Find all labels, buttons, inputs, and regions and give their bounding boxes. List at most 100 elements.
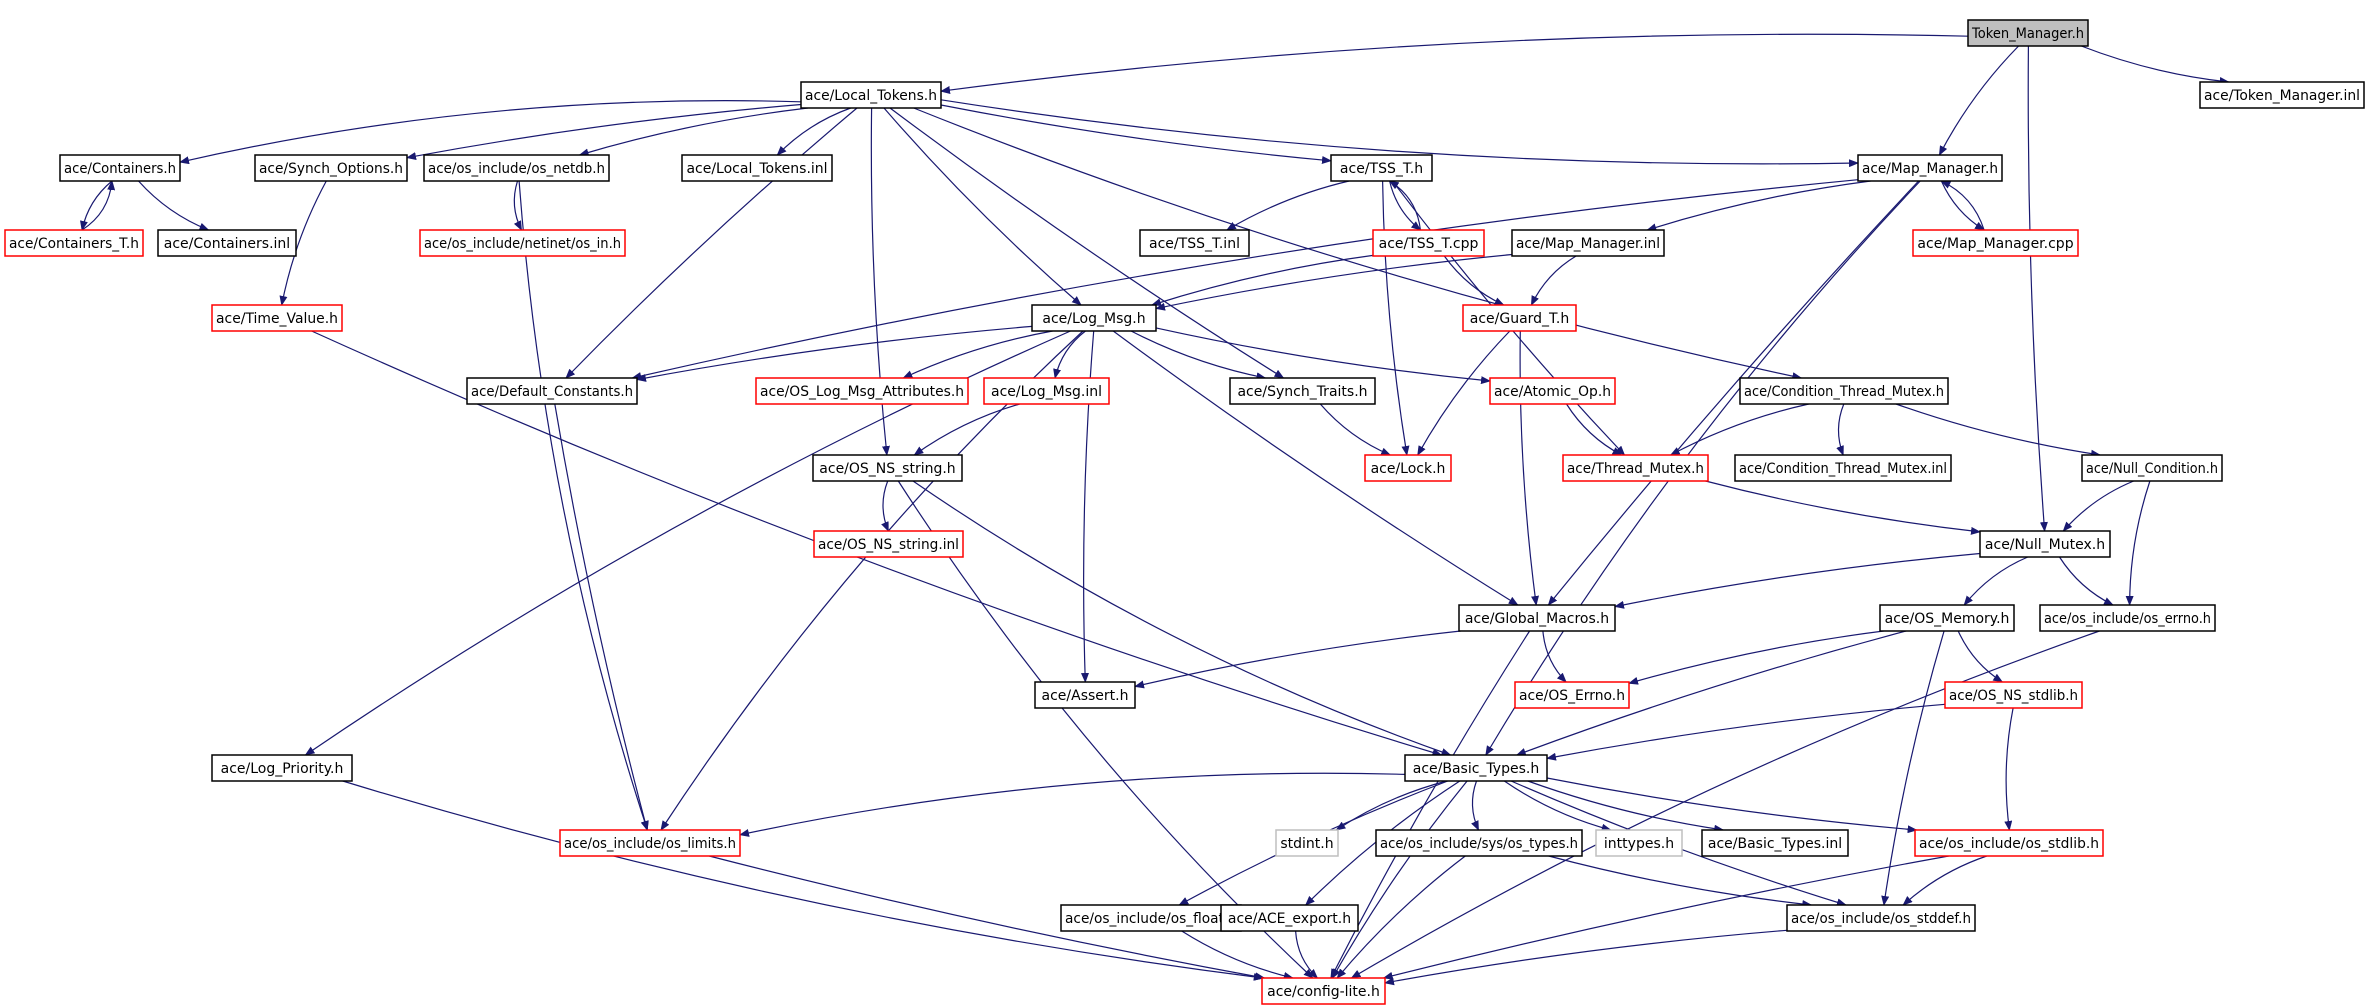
- edge-map_manager_inl-to-log_msg_h: [1155, 253, 1513, 311]
- edge-guard_t_h-to-lock_h: [1417, 330, 1511, 456]
- edge-os_types_h-to-config_lite_h: [1336, 855, 1466, 979]
- node-log-msg-inl[interactable]: ace/Log_Msg.inl: [983, 377, 1110, 405]
- node-label: ace/Default_Constants.h: [471, 384, 633, 400]
- node-box: [681, 154, 833, 182]
- node-box: [254, 154, 408, 182]
- edge-local_tokens_h-to-condition_thread_mutex_h: [913, 107, 1803, 381]
- node-log-msg-h[interactable]: ace/Log_Msg.h: [1031, 304, 1157, 332]
- node-label: stdint.h: [1280, 836, 1333, 852]
- node-tss-t-cpp[interactable]: ace/TSS_T.cpp: [1372, 229, 1485, 257]
- node-label: ace/Log_Msg.inl: [991, 384, 1102, 400]
- node-local-tokens-inl[interactable]: ace/Local_Tokens.inl: [681, 154, 833, 182]
- edge-token_manager_h-to-token_manager_inl: [2081, 45, 2230, 85]
- node-containers-inl[interactable]: ace/Containers.inl: [157, 229, 297, 257]
- node-guard-t-h[interactable]: ace/Guard_T.h: [1462, 304, 1577, 332]
- node-tss-t-h[interactable]: ace/TSS_T.h: [1330, 154, 1433, 182]
- node-label: ace/os_include/os_stdlib.h: [1919, 836, 2099, 852]
- node-os-float-h[interactable]: ace/os_include/os_float.h: [1060, 904, 1242, 932]
- node-assert-h[interactable]: ace/Assert.h: [1034, 681, 1136, 709]
- node-thread-mutex-h[interactable]: ace/Thread_Mutex.h: [1562, 454, 1709, 482]
- node-os-ns-string-inl[interactable]: ace/OS_NS_string.inl: [813, 530, 964, 558]
- node-global-macros-h[interactable]: ace/Global_Macros.h: [1458, 604, 1616, 632]
- node-basic-types-h[interactable]: ace/Basic_Types.h: [1404, 754, 1548, 782]
- node-atomic-op-h[interactable]: ace/Atomic_Op.h: [1489, 377, 1616, 405]
- node-os-stdlib-h[interactable]: ace/os_include/os_stdlib.h: [1914, 829, 2104, 857]
- edge-log_msg_h-to-default_constants_h: [636, 325, 1033, 382]
- node-tss-t-inl[interactable]: ace/TSS_T.inl: [1139, 229, 1250, 257]
- node-os-netdb-h[interactable]: ace/os_include/os_netdb.h: [423, 154, 610, 182]
- edge-tss_t_cpp-to-guard_t_h: [1443, 255, 1505, 306]
- node-synch-traits-h[interactable]: ace/Synch_Traits.h: [1229, 377, 1376, 405]
- edge-os_memory_h-to-os_ns_stdlib_h: [1957, 630, 2004, 683]
- node-box: [59, 154, 181, 182]
- node-box: [1879, 604, 2015, 632]
- edge-tss_t_h-to-tss_t_cpp: [1389, 180, 1422, 231]
- node-stdint-h[interactable]: stdint.h: [1275, 829, 1339, 857]
- node-label: ace/Containers.h: [64, 161, 176, 177]
- node-box: [2039, 604, 2216, 632]
- node-null-condition-h[interactable]: ace/Null_Condition.h: [2081, 454, 2223, 482]
- node-label: ace/OS_NS_string.inl: [818, 537, 959, 553]
- edge-log_priority_h-to-config_lite_h: [342, 780, 1264, 981]
- node-box: [1857, 154, 2003, 182]
- node-os-errno-h[interactable]: ace/os_include/os_errno.h: [2039, 604, 2216, 632]
- node-layer: Token_Manager.h ace/Local_Tokens.h ace/Tok…: [4, 19, 2365, 1005]
- edge-log_msg_h-to-global_macros_h: [1112, 330, 1519, 606]
- node-box: [1375, 829, 1583, 857]
- edge-log_msg_h-to-assert_h: [1081, 330, 1095, 683]
- node-containers-h[interactable]: ace/Containers.h: [59, 154, 181, 182]
- edge-os_ns_string_h-to-basic_types_h: [912, 480, 1452, 756]
- edge-token_manager_h-to-null_mutex_h: [2027, 45, 2048, 532]
- node-os-stddef-h[interactable]: ace/os_include/os_stddef.h: [1786, 904, 1976, 932]
- node-box: [1034, 681, 1136, 709]
- node-time-value-h[interactable]: ace/Time_Value.h: [211, 304, 343, 332]
- node-containers-t-h[interactable]: ace/Containers_T.h: [4, 229, 144, 257]
- node-config-lite-h[interactable]: ace/config-lite.h: [1261, 977, 1386, 1005]
- node-box: [1914, 829, 2104, 857]
- node-condition-thread-mutex-h[interactable]: ace/Condition_Thread_Mutex.h: [1739, 377, 1949, 405]
- node-os-types-h[interactable]: ace/os_include/sys/os_types.h: [1375, 829, 1583, 857]
- edge-os_ns_stdlib_h-to-basic_types_h: [1546, 703, 1946, 761]
- node-box: [1330, 154, 1433, 182]
- node-os-in-h[interactable]: ace/os_include/netinet/os_in.h: [419, 229, 626, 257]
- edge-null_mutex_h-to-os_errno_h: [2058, 556, 2114, 606]
- node-map-manager-inl[interactable]: ace/Map_Manager.inl: [1511, 229, 1665, 257]
- node-log-priority-h[interactable]: ace/Log_Priority.h: [211, 754, 353, 782]
- node-synch-options-h[interactable]: ace/Synch_Options.h: [254, 154, 408, 182]
- node-label: ace/Map_Manager.inl: [1516, 236, 1660, 252]
- node-box: [419, 229, 626, 257]
- node-label: Token_Manager.h: [1971, 26, 2084, 42]
- node-inttypes-h[interactable]: inttypes.h: [1595, 829, 1683, 857]
- node-map-manager-h[interactable]: ace/Map_Manager.h: [1857, 154, 2003, 182]
- node-token-manager-inl[interactable]: ace/Token_Manager.inl: [2199, 81, 2365, 109]
- node-os-log-msg-attributes-h[interactable]: ace/OS_Log_Msg_Attributes.h: [755, 377, 969, 405]
- node-default-constants-h[interactable]: ace/Default_Constants.h: [466, 377, 638, 405]
- edge-basic_types_h-to-basic_types_inl: [1527, 780, 1725, 833]
- node-token-manager-h[interactable]: Token_Manager.h: [1967, 19, 2089, 47]
- node-box: [1261, 977, 1386, 1005]
- node-box: [1786, 904, 1976, 932]
- node-os-errno-ace-h[interactable]: ace/OS_Errno.h: [1514, 681, 1630, 709]
- node-local-tokens-h[interactable]: ace/Local_Tokens.h: [800, 81, 942, 109]
- node-map-manager-cpp[interactable]: ace/Map_Manager.cpp: [1912, 229, 2079, 257]
- edge-map_manager_h-to-default_constants_h: [631, 179, 1859, 380]
- node-box: [800, 81, 942, 109]
- node-os-memory-h[interactable]: ace/OS_Memory.h: [1879, 604, 2015, 632]
- node-null-mutex-h[interactable]: ace/Null_Mutex.h: [1979, 530, 2111, 558]
- node-label: ace/TSS_T.h: [1340, 161, 1423, 177]
- edge-os_ns_stdlib_h-to-os_stdlib_h: [2004, 707, 2014, 831]
- node-os-ns-stdlib-h[interactable]: ace/OS_NS_stdlib.h: [1944, 681, 2083, 709]
- edge-global_macros_h-to-config_lite_h: [1330, 630, 1531, 979]
- node-lock-h[interactable]: ace/Lock.h: [1364, 454, 1452, 482]
- edge-tss_t_cpp-to-tss_t_h: [1388, 180, 1421, 231]
- node-box: [1220, 904, 1359, 932]
- node-box: [466, 377, 638, 405]
- node-label: ace/Token_Manager.inl: [2204, 88, 2360, 104]
- node-condition-thread-mutex-inl[interactable]: ace/Condition_Thread_Mutex.inl: [1734, 454, 1952, 482]
- node-os-limits-h[interactable]: ace/os_include/os_limits.h: [559, 829, 741, 857]
- node-label: ace/Map_Manager.h: [1862, 161, 1998, 177]
- node-os-ns-string-h[interactable]: ace/OS_NS_string.h: [812, 454, 963, 482]
- edge-basic_types_h-to-os_types_h: [1471, 780, 1480, 831]
- node-ace-export-h[interactable]: ace/ACE_export.h: [1220, 904, 1359, 932]
- node-basic-types-inl[interactable]: ace/Basic_Types.inl: [1701, 829, 1849, 857]
